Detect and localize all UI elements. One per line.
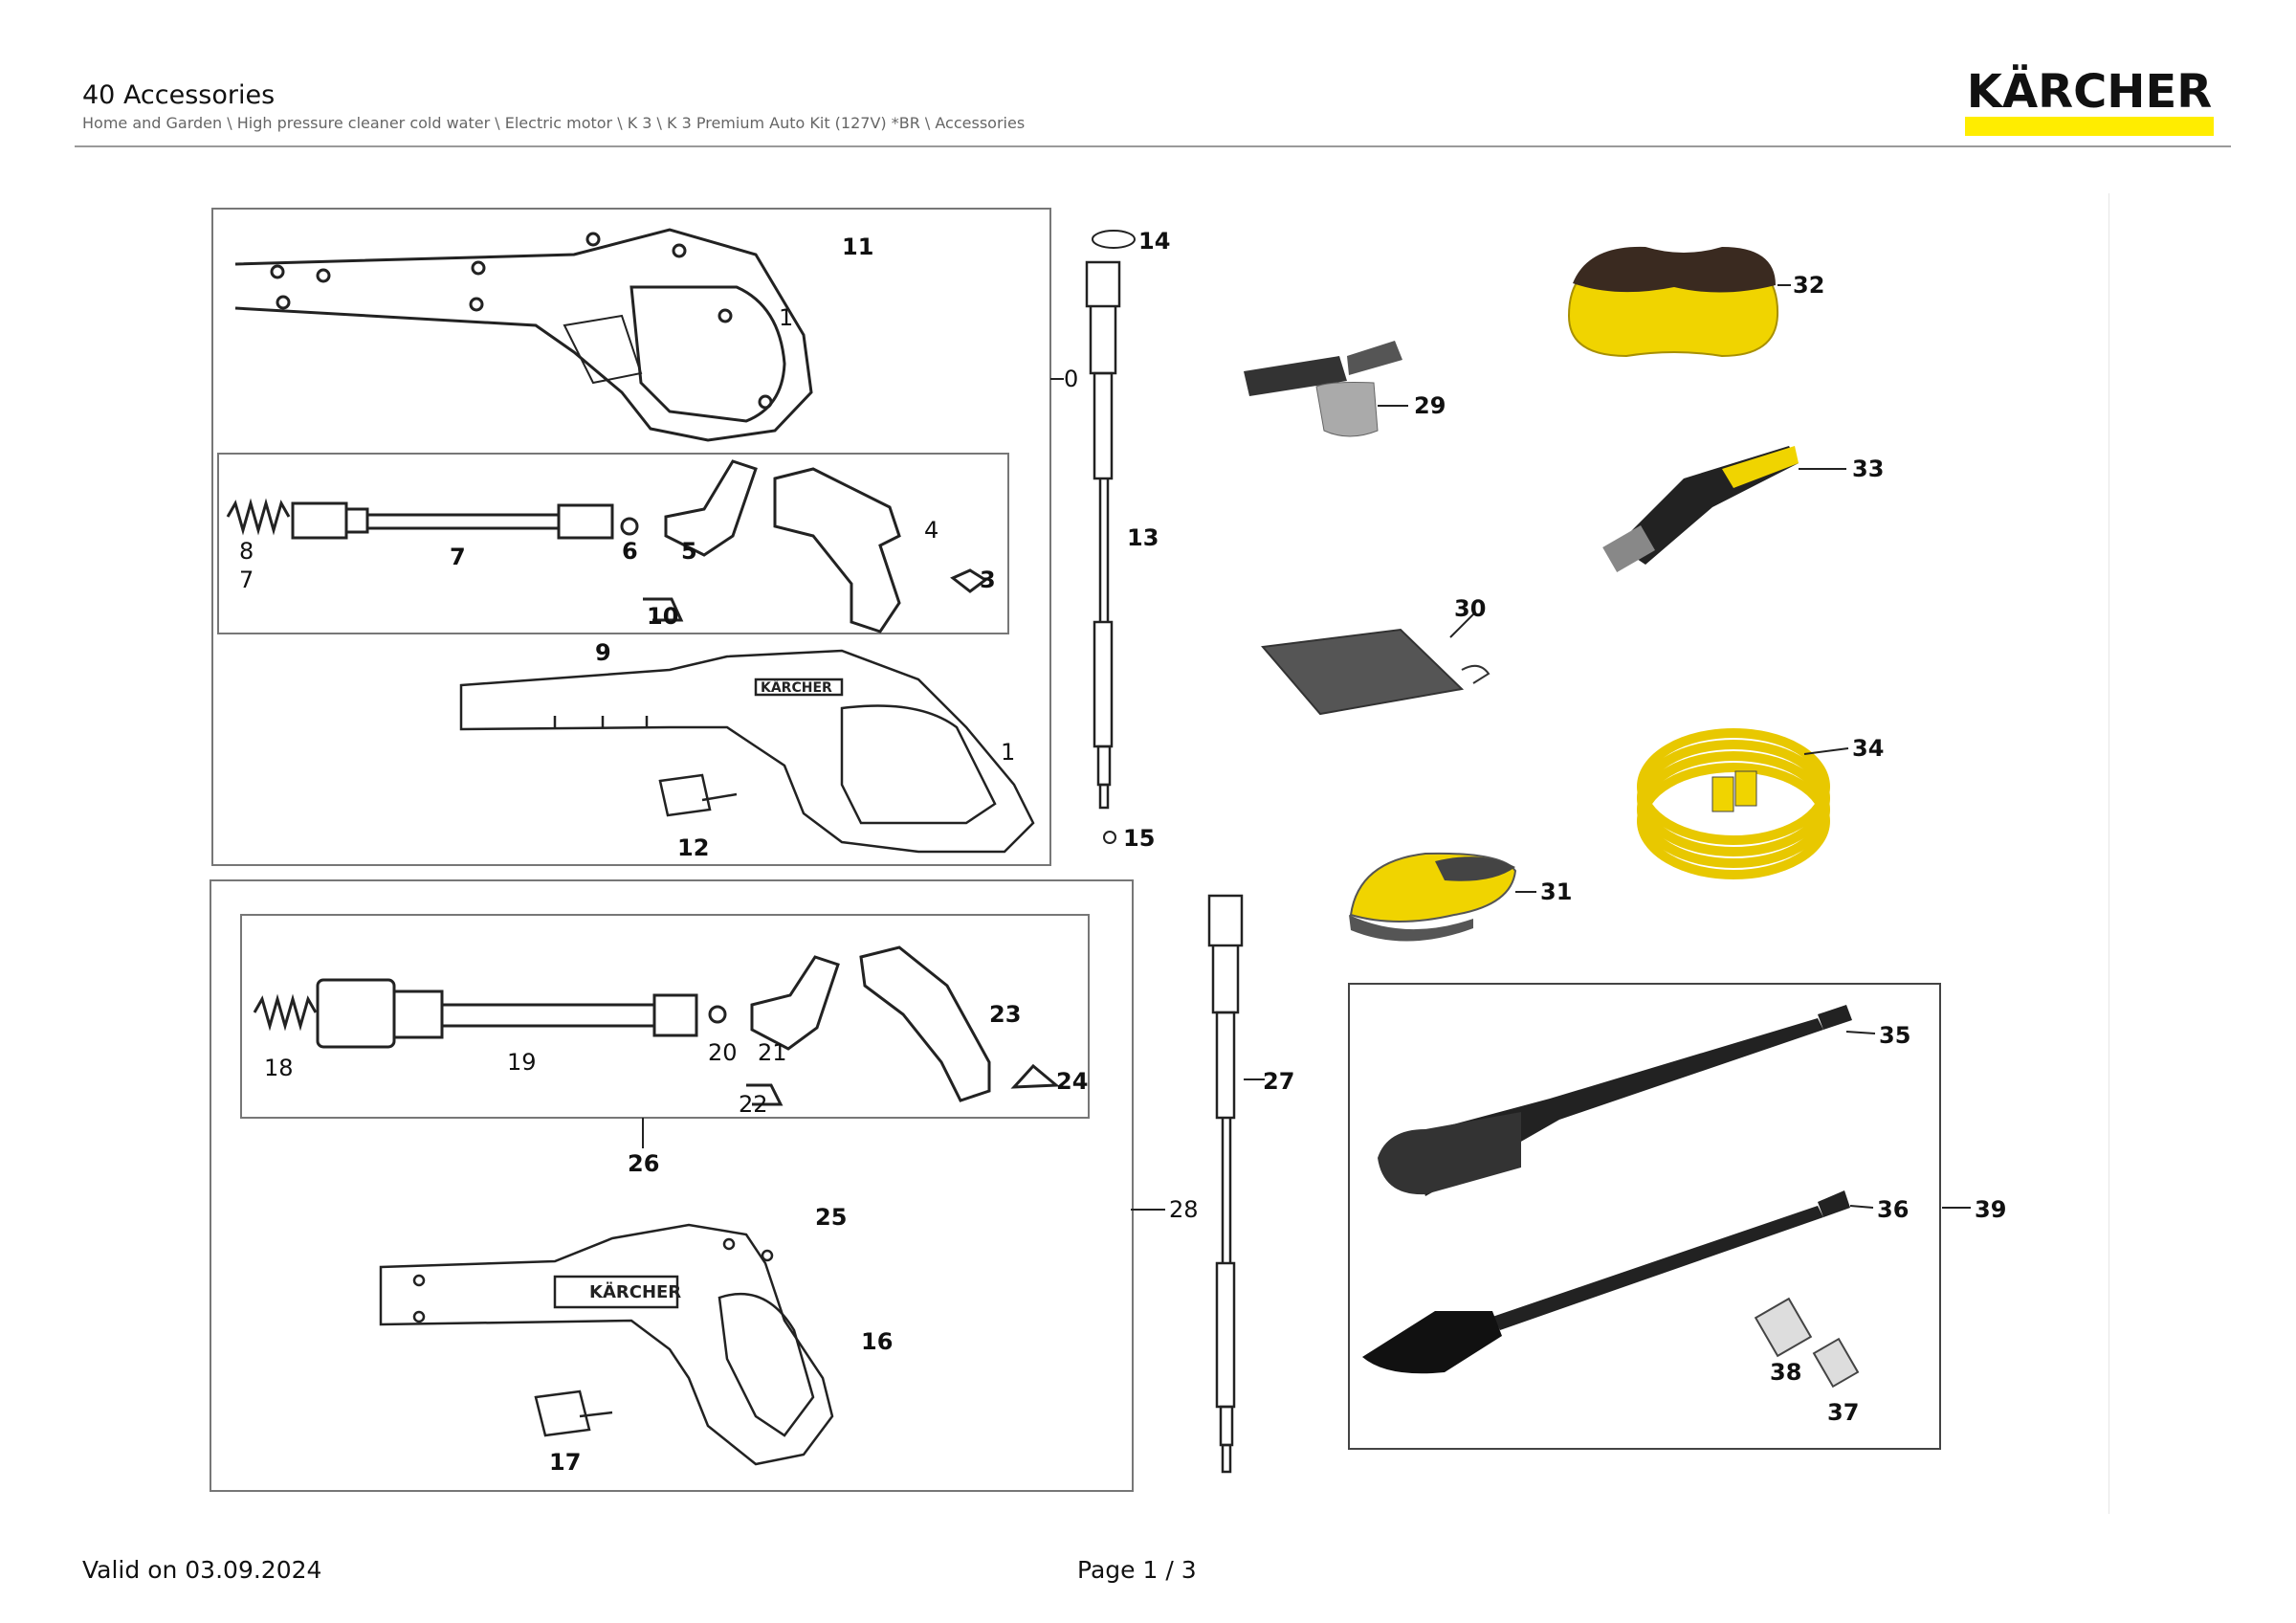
adapter-38-drawing — [1754, 1297, 1813, 1358]
callout-28: 28 — [1169, 1196, 1199, 1223]
gun-logo-b: KÄRCHER — [589, 1281, 681, 1302]
callout-33: 33 — [1852, 456, 1884, 482]
callout-30: 30 — [1454, 595, 1486, 622]
gun-assembly-box-a — [211, 208, 1051, 866]
logo-yellow-bar — [1965, 117, 2214, 136]
callout-8: 8 — [239, 538, 254, 565]
callout-3: 3 — [980, 567, 996, 593]
callout-labels: 0 1 1 3 4 5 6 7 8 7 9 10 11 12 13 14 15 … — [239, 228, 2006, 1476]
callout-22: 22 — [739, 1091, 768, 1118]
gun-internals-a-drawing — [226, 459, 988, 634]
callout-4: 4 — [924, 517, 938, 544]
callout-10: 10 — [647, 603, 678, 630]
callout-7-left: 7 — [239, 567, 254, 593]
callout-6: 6 — [622, 538, 638, 565]
oring-14-drawing — [1092, 230, 1136, 249]
header-divider — [75, 145, 2231, 147]
hose-couplings-34-drawing — [1711, 770, 1757, 812]
page-title: 40 Accessories — [82, 80, 276, 110]
sponge-32-drawing — [1567, 246, 1779, 358]
right-margin-line — [2108, 193, 2109, 1514]
vario-lance-35-drawing — [1378, 1005, 1852, 1196]
oring-15-drawing — [1103, 831, 1116, 844]
callout-13: 13 — [1127, 524, 1159, 551]
callout-16: 16 — [861, 1328, 893, 1355]
breadcrumb: Home and Garden \ High pressure cleaner … — [82, 114, 1026, 132]
dirt-blaster-36-drawing — [1362, 1190, 1850, 1374]
valid-date: Valid on 03.09.2024 — [82, 1556, 322, 1584]
callout-39: 39 — [1975, 1196, 2006, 1223]
microfibre-cloth-30-drawing — [1261, 628, 1490, 716]
wheel-brush-33-drawing — [1602, 446, 1799, 572]
gun-shell-upper-drawing — [234, 228, 813, 442]
callout-17: 17 — [549, 1449, 581, 1476]
callout-1-bottom: 1 — [1001, 739, 1015, 766]
gun-shell-b-drawing — [379, 1223, 834, 1466]
gun-shell-lower-drawing — [459, 649, 1035, 854]
callout-11: 11 — [842, 233, 873, 260]
callout-19: 19 — [507, 1049, 537, 1076]
logo-wordmark: KÄRCHER — [1966, 65, 2213, 119]
callout-21: 21 — [758, 1039, 787, 1066]
gun-logo-a: KÄRCHER — [761, 679, 832, 696]
extension-lance-13-drawing — [1085, 260, 1121, 810]
callout-34: 34 — [1852, 735, 1884, 762]
callout-38: 38 — [1770, 1359, 1801, 1386]
callout-7: 7 — [450, 544, 466, 570]
karcher-logo: KÄRCHER — [1965, 65, 2214, 136]
callout-36: 36 — [1877, 1196, 1909, 1223]
callout-29: 29 — [1414, 392, 1446, 419]
callout-1-top: 1 — [779, 304, 793, 331]
leader-lines — [642, 284, 1971, 1211]
callout-32: 32 — [1793, 272, 1824, 299]
callout-15: 15 — [1123, 825, 1155, 852]
callout-23: 23 — [989, 1001, 1021, 1028]
callout-27: 27 — [1263, 1068, 1294, 1095]
callout-24: 24 — [1056, 1068, 1088, 1095]
callout-35: 35 — [1879, 1022, 1910, 1049]
callout-37: 37 — [1827, 1399, 1859, 1426]
foam-nozzle-29-drawing — [1244, 341, 1402, 437]
extension-lance-27-drawing — [1207, 894, 1244, 1474]
callout-0: 0 — [1064, 366, 1078, 392]
hose-34-drawing — [1637, 728, 1830, 879]
callout-31: 31 — [1540, 878, 1572, 905]
callout-20: 20 — [708, 1039, 738, 1066]
page-number: Page 1 / 3 — [1077, 1556, 1197, 1584]
callout-9: 9 — [595, 639, 611, 666]
callout-25: 25 — [815, 1204, 847, 1231]
callout-18: 18 — [264, 1055, 294, 1081]
callout-12: 12 — [677, 834, 709, 861]
callout-26: 26 — [628, 1150, 659, 1177]
callout-14: 14 — [1138, 228, 1170, 255]
gun-internals-b-drawing — [253, 945, 1060, 1106]
adapter-37-drawing — [1812, 1337, 1860, 1389]
lance-set-box-39 — [1348, 983, 1941, 1450]
gun-assembly-box-b — [210, 879, 1134, 1492]
callout-5: 5 — [681, 538, 697, 565]
wash-brush-31-drawing — [1349, 852, 1517, 942]
